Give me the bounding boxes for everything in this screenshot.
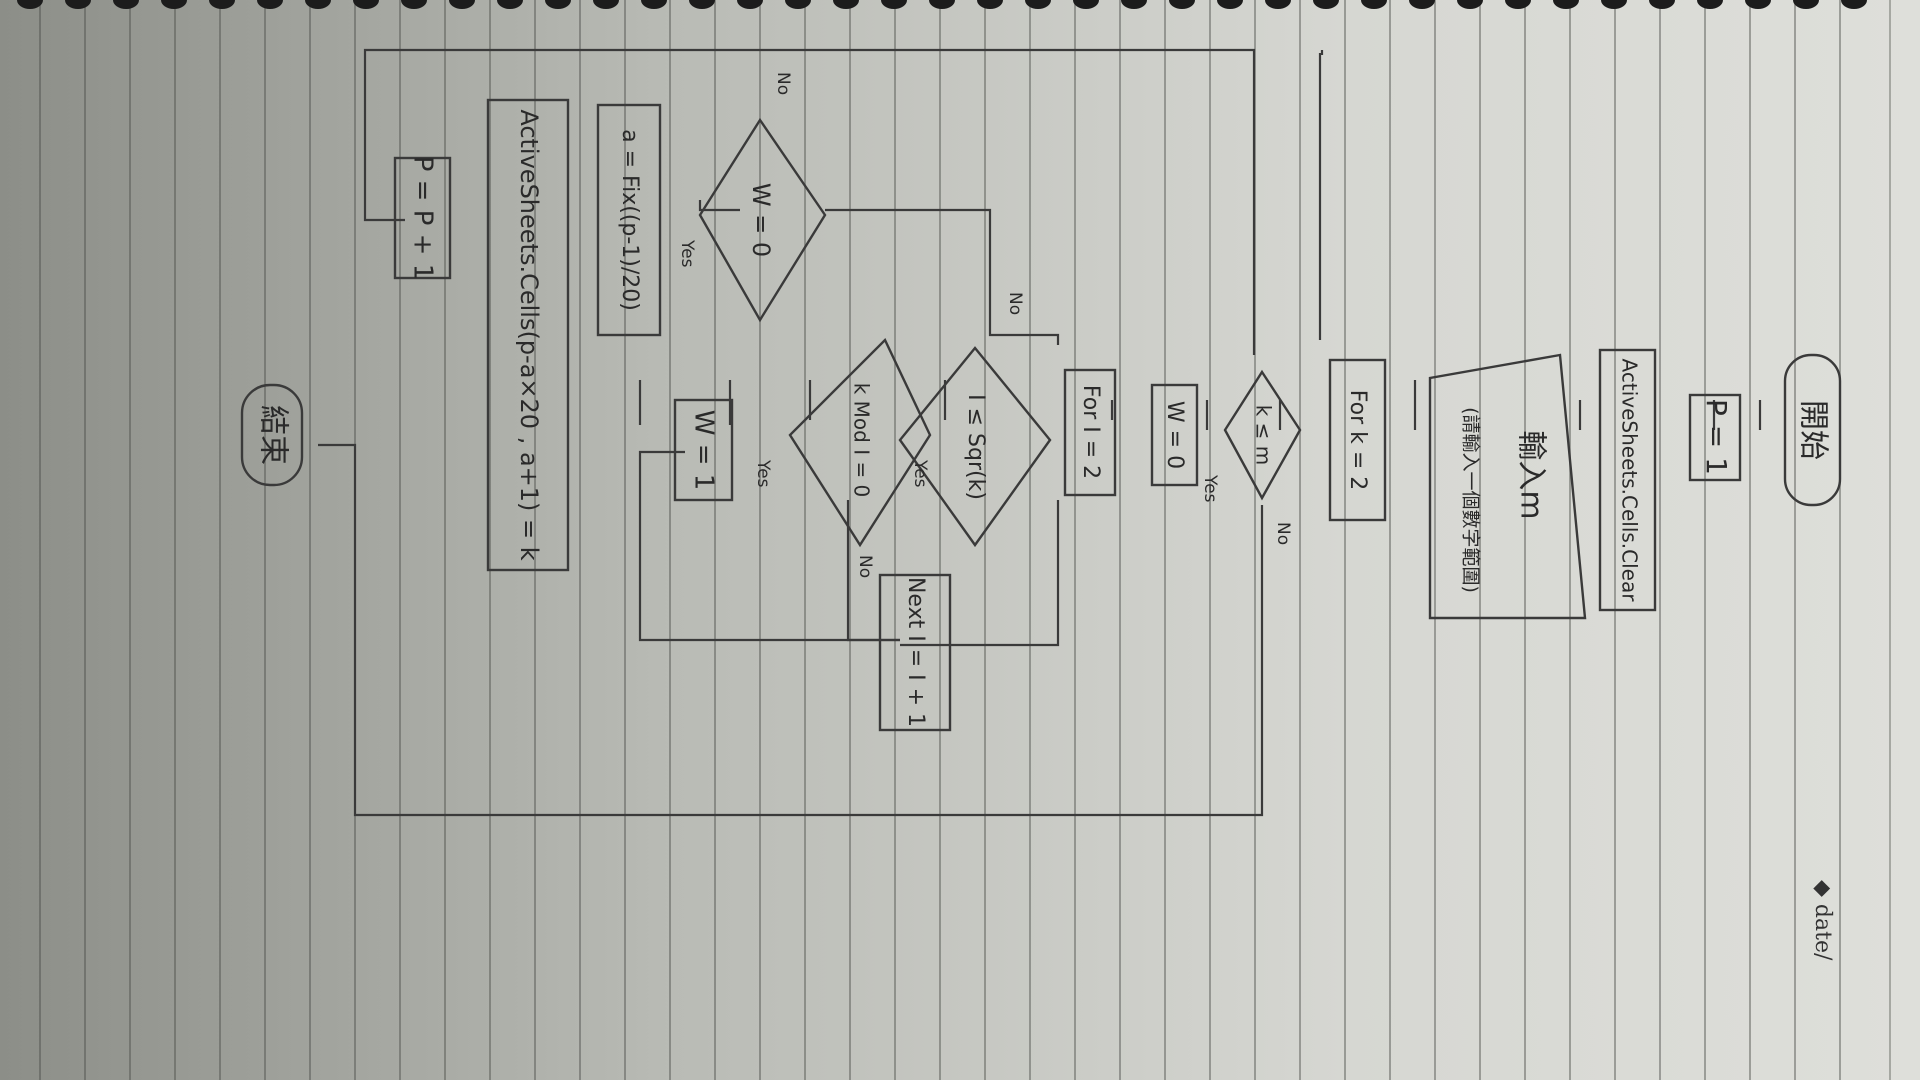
yes-label-mod: Yes xyxy=(753,459,773,488)
cond-i-label: I ≤ Sqr(k) xyxy=(963,394,988,500)
binder-hole xyxy=(1217,0,1243,9)
no-label-k: No xyxy=(1273,522,1293,545)
for-k-label: For k = 2 xyxy=(1345,390,1370,491)
w1-label: W = 1 xyxy=(689,410,719,491)
p-inc-box xyxy=(393,156,452,280)
binder-hole xyxy=(1073,0,1099,9)
yes-label-w: Yes xyxy=(677,239,697,268)
write-cell-box xyxy=(486,98,570,572)
binder-hole xyxy=(737,0,763,9)
w0-init-box xyxy=(1150,383,1199,487)
binder-hole xyxy=(1457,0,1483,9)
flowchart-shapes xyxy=(240,98,1842,732)
start-label: 開始 xyxy=(1796,400,1831,460)
binder-hole xyxy=(1793,0,1819,9)
cond-mod-label: k Mod I = 0 xyxy=(850,383,874,498)
cond-mod-diamond xyxy=(788,337,932,548)
binder-hole xyxy=(257,0,283,9)
flowchart-labels: 開始 P = 1 ActiveSheets.Cells.Clear 輸入m (請… xyxy=(256,72,1831,727)
binder-hole xyxy=(1697,0,1723,9)
no-label-i: No xyxy=(1005,292,1025,315)
no-label-mod: No xyxy=(855,555,875,578)
p-init-box xyxy=(1688,393,1742,482)
calc-a-label: a = Fix((p-1)/20) xyxy=(617,129,642,311)
binder-hole xyxy=(1025,0,1051,9)
binder-hole xyxy=(1745,0,1771,9)
binder-hole xyxy=(305,0,331,9)
binder-hole xyxy=(785,0,811,9)
input-parallelogram xyxy=(1428,353,1587,620)
clear-box xyxy=(1598,348,1657,612)
start-terminal xyxy=(1783,353,1842,507)
cond-w-diamond xyxy=(698,117,827,323)
cond-k-label: k ≤ m xyxy=(1252,405,1276,466)
binder-hole xyxy=(1409,0,1435,9)
binder-hole xyxy=(977,0,1003,9)
clear-label: ActiveSheets.Cells.Clear xyxy=(1618,359,1642,603)
binder-hole xyxy=(545,0,571,9)
binder-hole xyxy=(449,0,475,9)
connector-lines xyxy=(318,48,1762,817)
next-i-label: Next I = I + 1 xyxy=(903,577,928,727)
binder-hole xyxy=(881,0,907,9)
w0-init-label: W = 0 xyxy=(1162,401,1187,469)
binder-hole xyxy=(1169,0,1195,9)
binder-hole xyxy=(161,0,187,9)
binder-hole xyxy=(641,0,667,9)
binder-hole xyxy=(833,0,859,9)
binder-hole xyxy=(1841,0,1867,9)
binder-hole xyxy=(593,0,619,9)
binder-hole xyxy=(65,0,91,9)
write-cell-label: ActiveSheets.Cells(p-a×20 , a+1) = k xyxy=(515,109,543,560)
cond-k-diamond xyxy=(1223,369,1302,501)
end-terminal xyxy=(240,383,304,487)
binder-hole xyxy=(17,0,43,9)
date-label: ◆ date/ xyxy=(1810,880,1835,961)
binder-hole xyxy=(209,0,235,9)
p-inc-label: P = P + 1 xyxy=(408,156,438,281)
binder-hole xyxy=(1361,0,1387,9)
binder-hole xyxy=(401,0,427,9)
binder-hole xyxy=(1505,0,1531,9)
cond-i-diamond xyxy=(898,346,1052,548)
input-note-label: (請輸入一個數字範圍) xyxy=(1460,407,1482,593)
no-label-w: No xyxy=(773,72,793,95)
w1-box xyxy=(673,398,734,502)
binder-hole xyxy=(929,0,955,9)
binder-hole xyxy=(1265,0,1291,9)
binder-hole xyxy=(1601,0,1627,9)
yes-label-i: Yes xyxy=(910,459,930,488)
binder-hole xyxy=(353,0,379,9)
binder-hole xyxy=(497,0,523,9)
next-i-box xyxy=(878,573,952,732)
for-i-label: For I = 2 xyxy=(1078,385,1103,479)
binder-hole xyxy=(113,0,139,9)
binder-hole xyxy=(689,0,715,9)
input-title-label: 輸入m xyxy=(1514,430,1549,519)
for-k-box xyxy=(1328,358,1387,522)
cond-w-label: W = 0 xyxy=(747,183,775,257)
yes-label-k: Yes xyxy=(1200,474,1220,503)
binder-hole xyxy=(1121,0,1147,9)
end-label: 結束 xyxy=(256,405,291,465)
binder-hole xyxy=(1553,0,1579,9)
calc-a-box xyxy=(596,103,662,337)
p-init-label: P = 1 xyxy=(1700,399,1733,475)
binder-hole xyxy=(1313,0,1339,9)
binder-hole xyxy=(1649,0,1675,9)
for-i-box xyxy=(1063,368,1117,497)
